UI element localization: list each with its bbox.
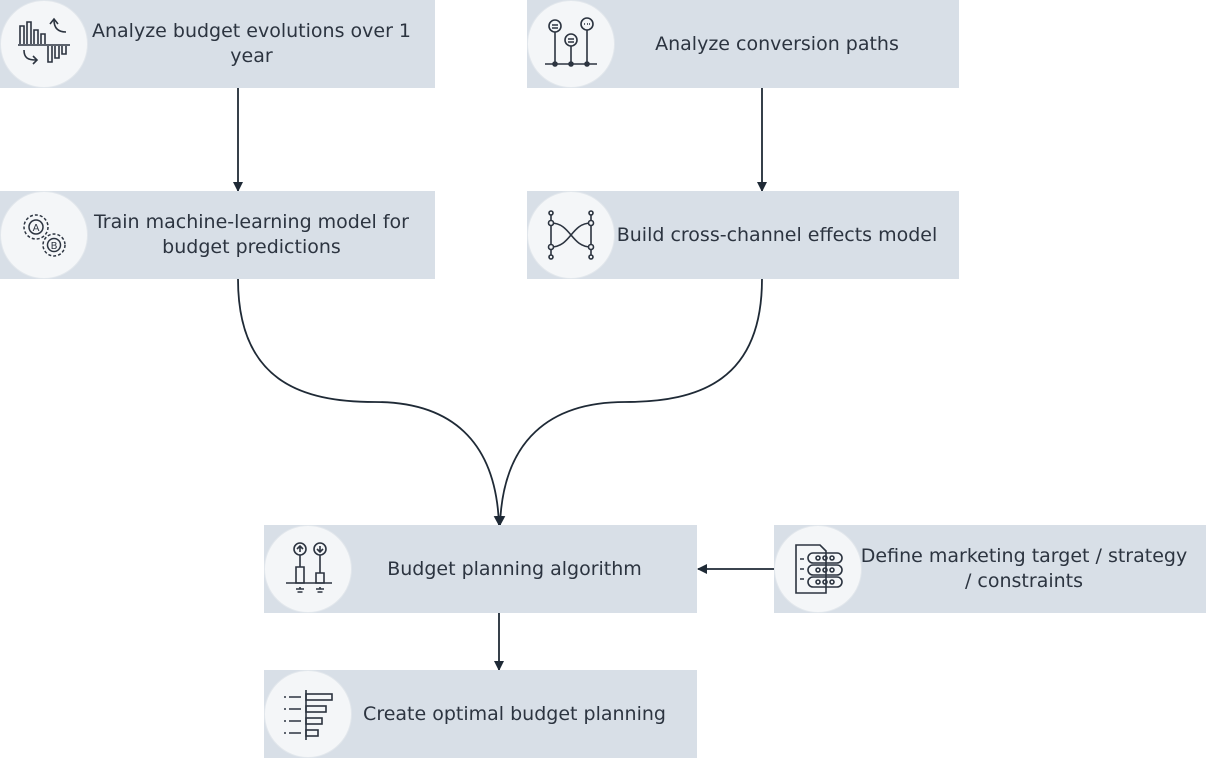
node-label: Train machine-learning model for budget … — [93, 211, 409, 258]
node-cross-channel: Build cross-channel effects model — [527, 191, 959, 279]
node-define-target: Define marketing target / strategy / con… — [774, 525, 1206, 613]
node-optimal-planning: Create optimal budget planning — [264, 670, 697, 758]
node-label: Analyze conversion paths — [655, 32, 899, 55]
node-icon-circle — [527, 191, 615, 279]
arrow-cross-channel-to-algorithm — [495, 278, 763, 526]
checklist-document-icon — [795, 544, 843, 594]
node-icon-circle — [527, 0, 615, 88]
node-label: Build cross-channel effects model — [616, 223, 938, 246]
node-analyze-budget: Analyze budget evolutions over 1 year — [0, 0, 435, 88]
node-planning-algorithm: Budget planning algorithm — [264, 525, 697, 613]
node-label: Define marketing target / strategy / con… — [860, 545, 1188, 592]
node-train-model: A B Train machine-learning model for bud… — [0, 191, 435, 279]
node-icon-circle — [0, 0, 88, 88]
cross-channel-network-icon — [547, 210, 595, 260]
svg-text:B: B — [51, 241, 58, 252]
node-icon-circle — [774, 525, 862, 613]
svg-text:A: A — [33, 223, 40, 234]
node-icon-circle — [264, 525, 352, 613]
node-label: Analyze budget evolutions over 1 year — [91, 20, 412, 67]
arrow-train-model-to-algorithm — [237, 278, 504, 526]
node-analyze-conversion: Analyze conversion paths — [527, 0, 959, 88]
horizontal-bars-icon — [284, 690, 333, 740]
node-icon-circle — [264, 670, 352, 758]
up-down-arrows-icon — [286, 542, 332, 593]
node-label: Budget planning algorithm — [387, 557, 642, 580]
bar-chart-icon — [18, 17, 70, 65]
conversion-paths-icon — [545, 17, 597, 67]
node-label: Create optimal budget planning — [363, 702, 666, 725]
node-icon-circle: A B — [0, 191, 88, 279]
gears-ab-icon: A B — [23, 214, 66, 257]
